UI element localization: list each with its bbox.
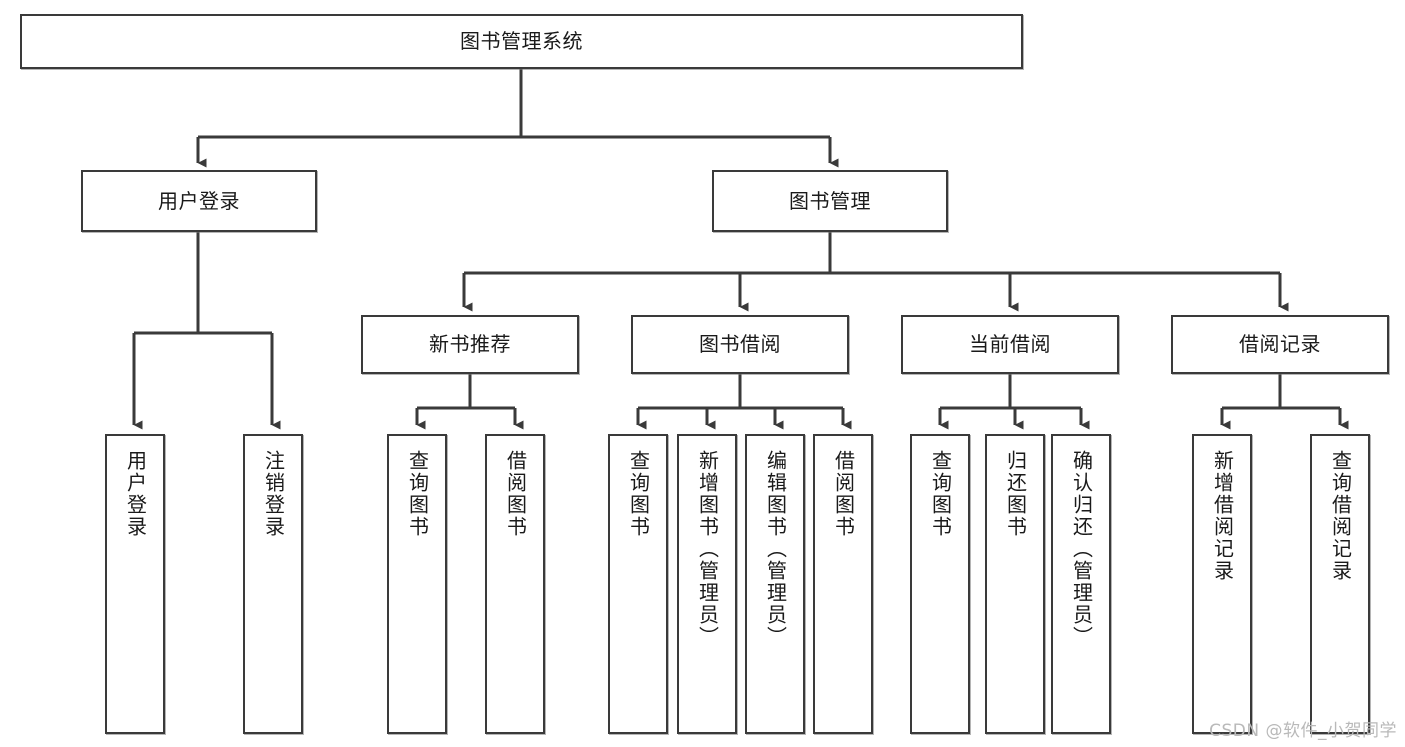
node-user-login[interactable]: 用户登录: [81, 170, 317, 232]
edge-bookmanage-to-level3: [462, 232, 1289, 312]
edge-current-to-leaves: [938, 374, 1090, 430]
node-label: 新书推荐: [429, 332, 511, 356]
node-leaf-logout[interactable]: 注销登录: [243, 434, 303, 734]
node-label: 归还图书: [1003, 450, 1028, 538]
edge-borrow-to-leaves: [636, 374, 852, 430]
node-label: 当前借阅: [969, 332, 1051, 356]
watermark-credit: CSDN @软件_小贺同学: [1209, 721, 1397, 741]
node-label: 用户登录: [158, 188, 240, 213]
node-leaf-add-record[interactable]: 新增借阅记录: [1192, 434, 1252, 734]
node-label: 查询图书: [928, 450, 953, 538]
node-new-book-recommend[interactable]: 新书推荐: [361, 315, 579, 374]
node-book-manage[interactable]: 图书管理: [712, 170, 948, 232]
node-leaf-borrow-book-1[interactable]: 借阅图书: [485, 434, 545, 734]
node-book-borrow[interactable]: 图书借阅: [631, 315, 849, 374]
node-label: 确认归还（管理员）: [1069, 450, 1094, 648]
node-leaf-borrow-book-2[interactable]: 借阅图书: [813, 434, 873, 734]
node-label: 用户登录: [123, 450, 148, 538]
node-label: 借阅图书: [831, 450, 856, 538]
edge-root-to-level2: [196, 69, 839, 168]
edge-record-to-leaves: [1220, 374, 1349, 430]
node-leaf-add-book[interactable]: 新增图书（管理员）: [677, 434, 737, 734]
node-leaf-return-book[interactable]: 归还图书: [985, 434, 1045, 734]
node-leaf-query-book-3[interactable]: 查询图书: [910, 434, 970, 734]
node-label: 图书借阅: [699, 332, 781, 356]
node-label: 查询图书: [626, 450, 651, 538]
node-label: 查询图书: [405, 450, 430, 538]
node-label: 图书管理: [789, 188, 871, 213]
node-label: 新增图书（管理员）: [695, 450, 720, 648]
node-label: 查询借阅记录: [1328, 450, 1353, 582]
node-label: 新增借阅记录: [1210, 450, 1235, 582]
node-leaf-query-record[interactable]: 查询借阅记录: [1310, 434, 1370, 734]
node-leaf-user-login[interactable]: 用户登录: [105, 434, 165, 734]
node-label: 注销登录: [261, 450, 286, 538]
edge-recommend-to-leaves: [415, 374, 524, 430]
node-leaf-confirm-return[interactable]: 确认归还（管理员）: [1051, 434, 1111, 734]
node-borrow-record[interactable]: 借阅记录: [1171, 315, 1389, 374]
node-leaf-query-book-1[interactable]: 查询图书: [387, 434, 447, 734]
node-leaf-query-book-2[interactable]: 查询图书: [608, 434, 668, 734]
node-leaf-edit-book[interactable]: 编辑图书（管理员）: [745, 434, 805, 734]
node-label: 图书管理系统: [460, 29, 583, 53]
node-label: 借阅记录: [1239, 332, 1321, 356]
node-root-system[interactable]: 图书管理系统: [20, 14, 1023, 69]
node-label: 借阅图书: [503, 450, 528, 538]
node-label: 编辑图书（管理员）: [763, 450, 788, 648]
node-current-borrow[interactable]: 当前借阅: [901, 315, 1119, 374]
edge-userlogin-to-leaves: [132, 232, 281, 430]
